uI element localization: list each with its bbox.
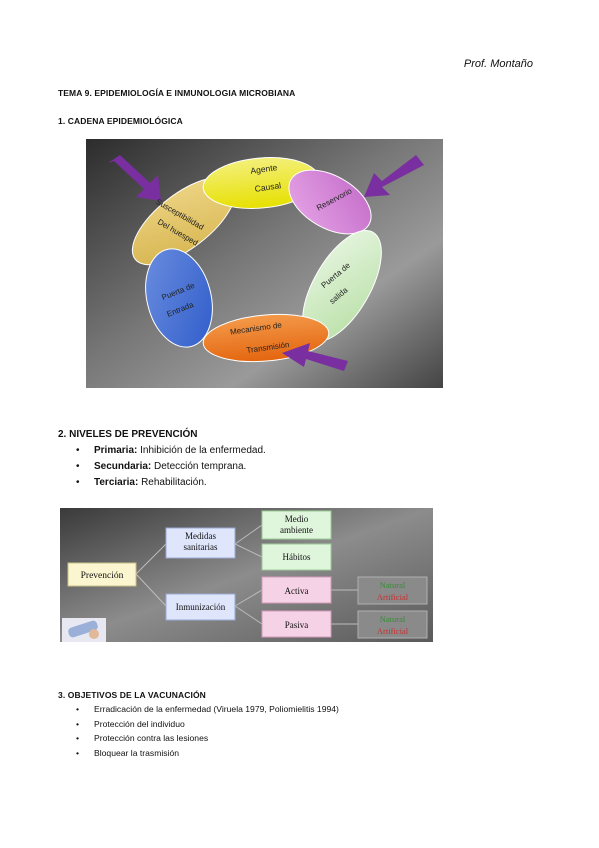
immunization-label: Inmunización bbox=[176, 602, 226, 612]
immunization-node bbox=[165, 593, 236, 621]
natural-label: Natural bbox=[380, 614, 406, 624]
epidemiological-chain-figure: Agente Causal Reservorio Puerta de salid… bbox=[86, 139, 443, 388]
agent-label-1: Agente bbox=[250, 162, 278, 176]
section-3-heading: 3. OBJETIVOS DE LA VACUNACIÓN bbox=[58, 690, 206, 700]
section-1-heading: 1. CADENA EPIDEMIOLÓGICA bbox=[58, 116, 183, 126]
prevention-node bbox=[67, 562, 137, 587]
natural-label: Natural bbox=[380, 580, 406, 590]
artificial-label: Artificial bbox=[377, 592, 409, 602]
list-item: Protección del individuo bbox=[76, 717, 339, 732]
level-term: Secundaria: bbox=[94, 461, 152, 472]
sanitary-label-1: Medidas bbox=[185, 531, 216, 541]
level-desc: Inhibición de la enfermedad. bbox=[137, 445, 266, 456]
passive-label: Pasiva bbox=[285, 620, 309, 630]
active-label: Activa bbox=[285, 586, 309, 596]
habits-node bbox=[261, 543, 332, 571]
environment-node bbox=[261, 510, 332, 540]
list-item: Terciaria: Rehabilitación. bbox=[76, 475, 266, 491]
level-desc: Rehabilitación. bbox=[138, 477, 207, 488]
habits-label: Hábitos bbox=[283, 552, 311, 562]
arrow-icon bbox=[108, 155, 161, 201]
entry-portal-ellipse bbox=[145, 248, 213, 348]
level-term: Primaria: bbox=[94, 445, 138, 456]
agent-label-2: Causal bbox=[254, 180, 282, 194]
environment-label-2: ambiente bbox=[280, 525, 313, 535]
sanitary-measures-node bbox=[165, 527, 236, 559]
prevention-tree-figure: Prevención Medidas sanitarias Inmunizaci… bbox=[60, 508, 433, 642]
arrow-icon bbox=[364, 155, 424, 197]
level-term: Terciaria: bbox=[94, 477, 139, 488]
section-2-heading: 2. NIVELES DE PREVENCIÓN bbox=[58, 429, 198, 440]
svg-text:Agente: Agente bbox=[250, 162, 278, 176]
arrow-icon bbox=[282, 343, 348, 371]
page-title: TEMA 9. EPIDEMIOLOGÍA E INMUNOLOGIA MICR… bbox=[58, 88, 296, 98]
list-item: Bloquear la trasmisión bbox=[76, 746, 339, 761]
vaccination-photo bbox=[62, 618, 106, 642]
prevention-levels-list: Primaria: Inhibición de la enfermedad. S… bbox=[76, 443, 266, 491]
vaccination-objectives-list: Erradicación de la enfermedad (Viruela 1… bbox=[76, 702, 339, 760]
author-name: Prof. Montaño bbox=[463, 58, 533, 70]
active-node bbox=[261, 576, 332, 604]
svg-text:Causal: Causal bbox=[254, 180, 282, 194]
list-item: Primaria: Inhibición de la enfermedad. bbox=[76, 443, 266, 459]
level-desc: Detección temprana. bbox=[151, 461, 247, 472]
reservoir-ellipse bbox=[288, 169, 372, 235]
list-item: Protección contra las lesiones bbox=[76, 731, 339, 746]
active-types-node bbox=[357, 576, 428, 605]
passive-types-node bbox=[357, 610, 428, 639]
artificial-label: Artificial bbox=[377, 626, 409, 636]
passive-node bbox=[261, 610, 332, 638]
environment-label-1: Medio bbox=[285, 514, 309, 524]
list-item: Erradicación de la enfermedad (Viruela 1… bbox=[76, 702, 339, 717]
sanitary-label-2: sanitarias bbox=[184, 542, 218, 552]
prevention-node-label: Prevención bbox=[81, 571, 124, 581]
list-item: Secundaria: Detección temprana. bbox=[76, 459, 266, 475]
